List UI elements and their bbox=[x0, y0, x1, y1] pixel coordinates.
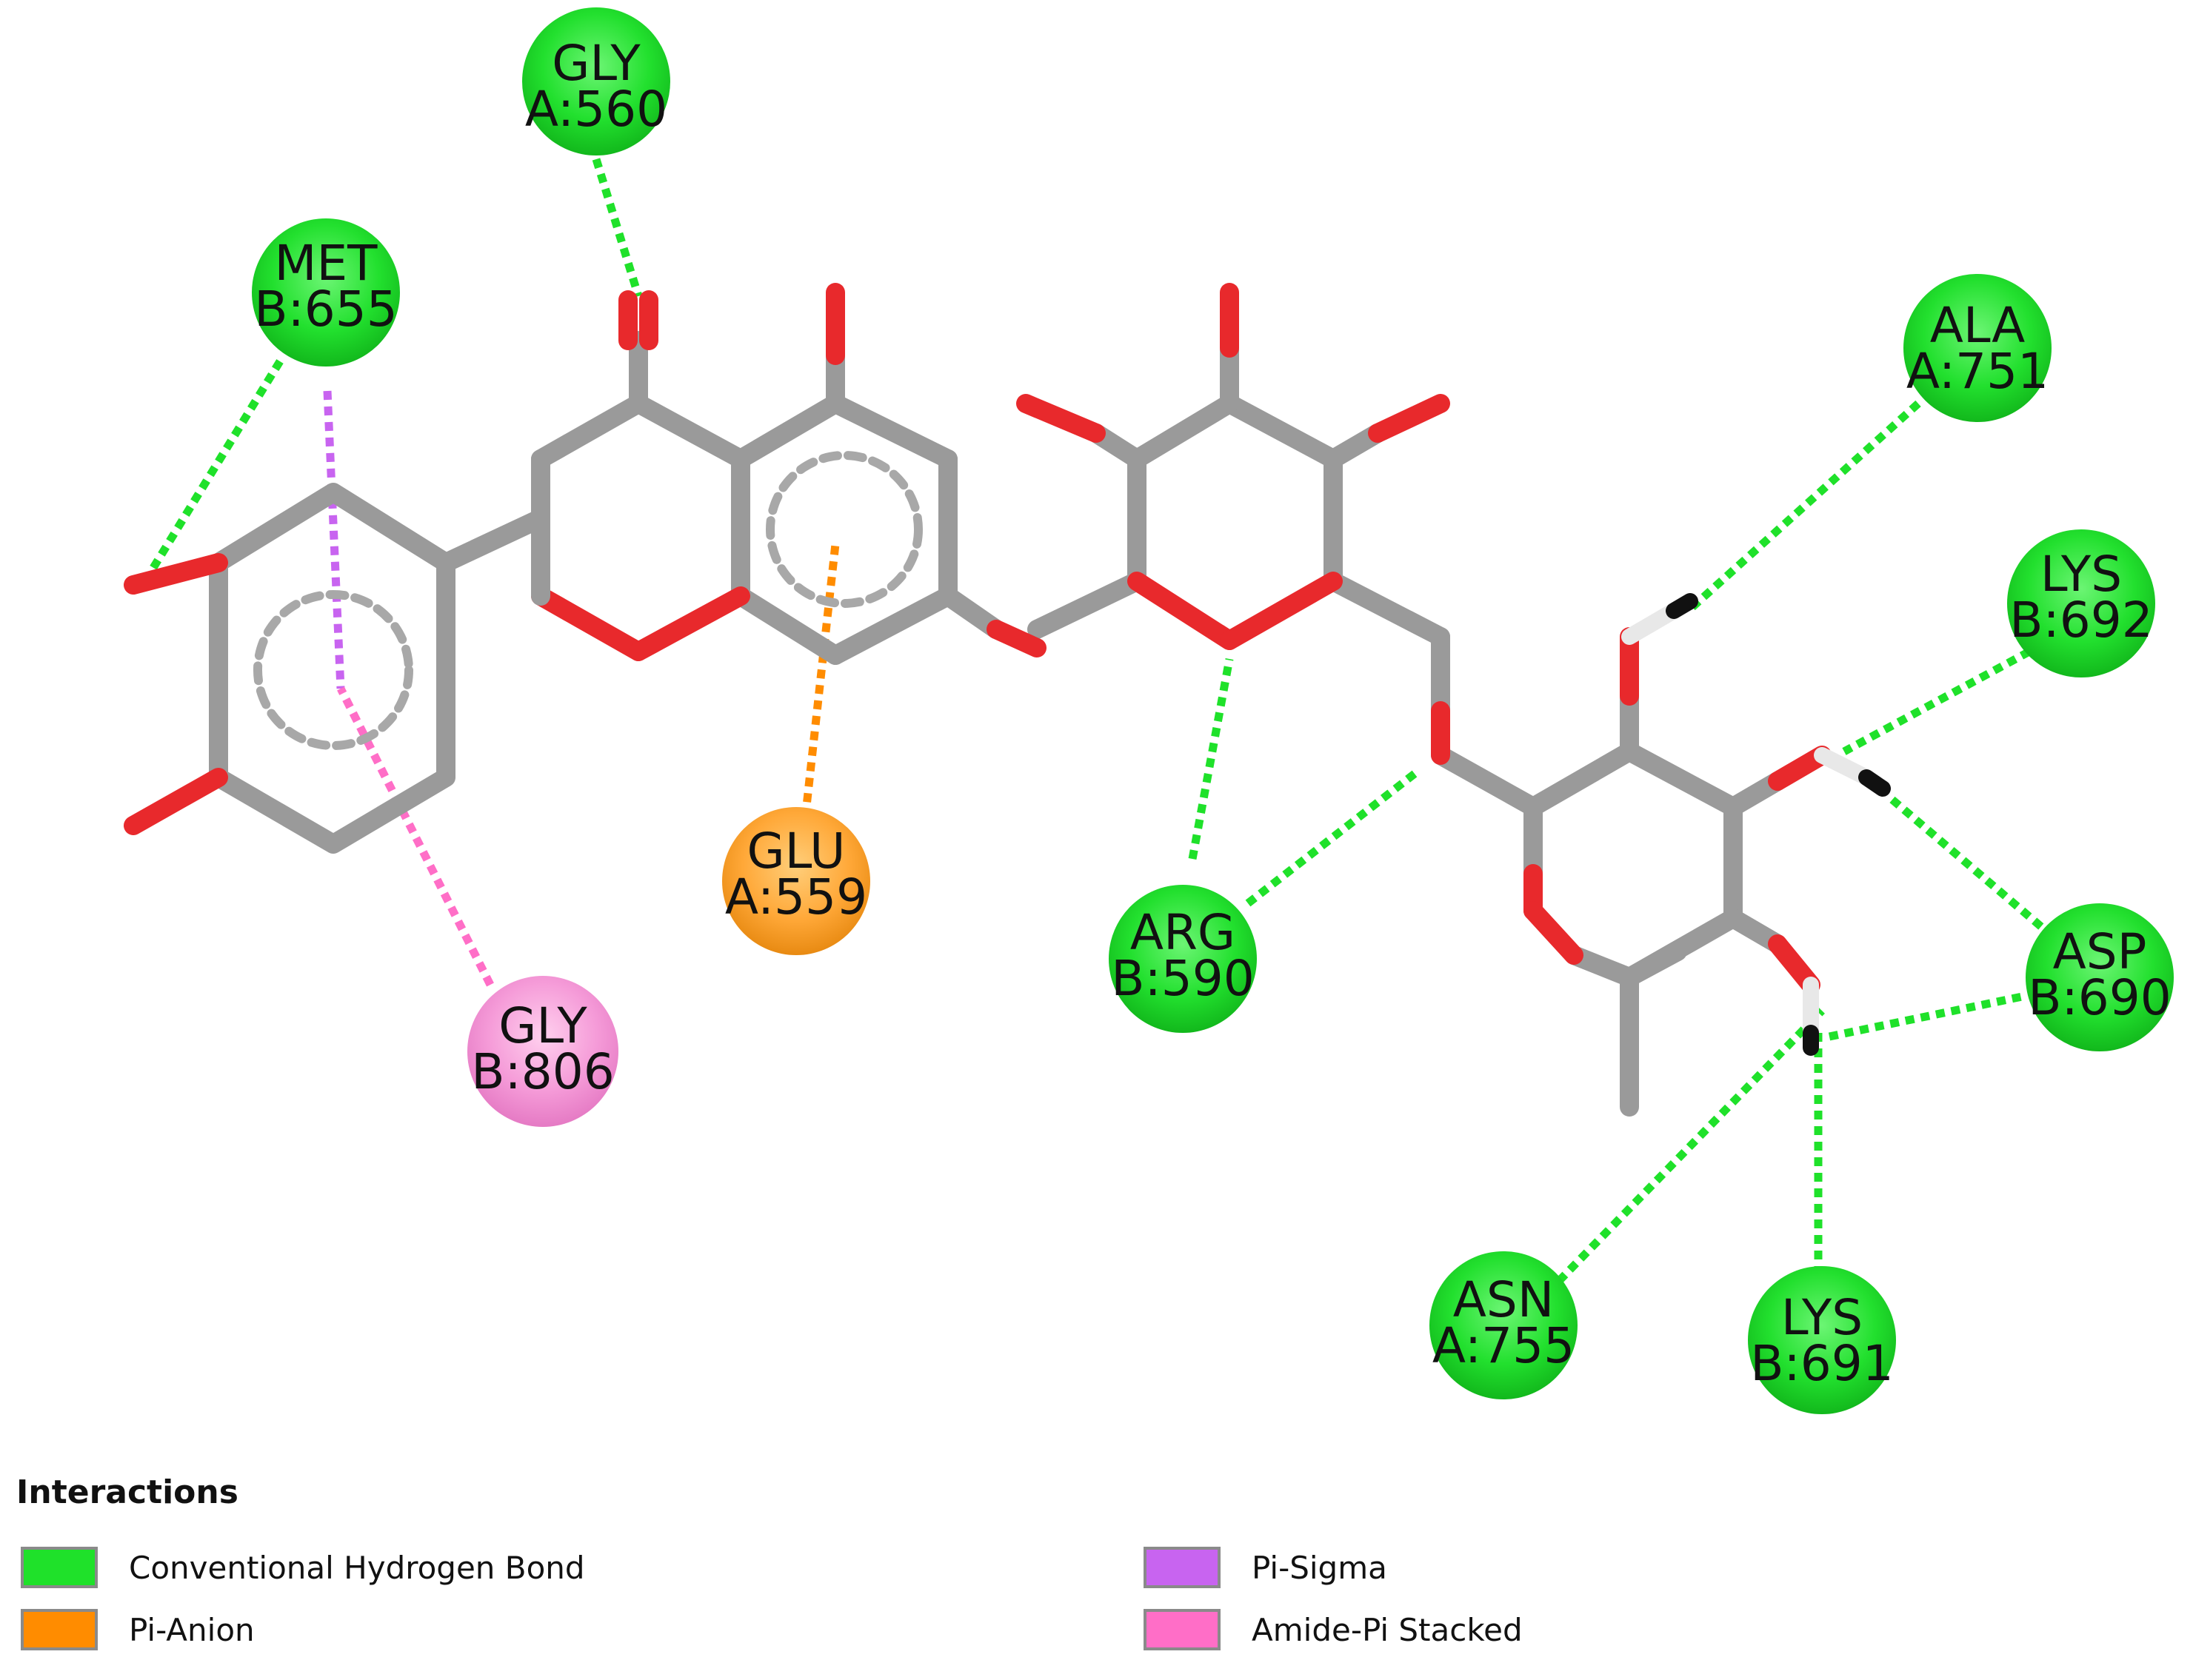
legend-swatch-amide-pi bbox=[1144, 1609, 1221, 1650]
svg-text:ASN: ASN bbox=[1453, 1271, 1554, 1328]
interaction-lines bbox=[148, 158, 2047, 1284]
svg-text:ARG: ARG bbox=[1130, 904, 1235, 961]
pi-anion-line-glu-a559 bbox=[799, 543, 840, 834]
sugar-ring-2 bbox=[1431, 686, 1787, 1117]
amide-pi-line-gly-b806 bbox=[337, 686, 494, 987]
hbond-line-asp-b690-b bbox=[1828, 991, 2027, 1041]
hbond-line-arg-linker-o bbox=[1245, 770, 1418, 907]
legend-swatch-pi-sigma bbox=[1144, 1547, 1221, 1588]
hbond-line-arg-ring-o bbox=[1188, 657, 1234, 860]
svg-text:B:691: B:691 bbox=[1750, 1335, 1894, 1392]
residue-arg-b590[interactable]: ARG B:590 bbox=[1109, 885, 1257, 1033]
methyl-group bbox=[1620, 942, 1687, 987]
svg-text:GLY: GLY bbox=[552, 35, 641, 92]
interaction-diagram: GLY A:560 MET B:655 GLU A:559 GLY B:806 … bbox=[124, 7, 2174, 1414]
residue-lys-b692[interactable]: LYS B:692 bbox=[2007, 529, 2155, 677]
residue-gly-b806[interactable]: GLY B:806 bbox=[467, 976, 618, 1127]
svg-text:GLU: GLU bbox=[747, 823, 846, 880]
hbond-line-met-b655 bbox=[148, 359, 284, 572]
svg-text:A:751: A:751 bbox=[1906, 343, 2049, 400]
pi-sigma-line-met-b655 bbox=[323, 390, 345, 689]
legend-item-hbond: Conventional Hydrogen Bond bbox=[21, 1545, 585, 1590]
sugar-ring-1 bbox=[1027, 338, 1450, 720]
legend: Interactions Conventional Hydrogen Bond … bbox=[16, 1473, 2164, 1673]
legend-swatch-hbond bbox=[21, 1547, 98, 1588]
svg-text:ASP: ASP bbox=[2053, 923, 2147, 980]
legend-label-amide-pi: Amide-Pi Stacked bbox=[1252, 1611, 1523, 1648]
hbond-line-asp-b690-a bbox=[1889, 796, 2047, 933]
svg-text:A:755: A:755 bbox=[1432, 1317, 1575, 1374]
residue-ala-a751[interactable]: ALA A:751 bbox=[1903, 274, 2052, 422]
legend-label-pi-sigma: Pi-Sigma bbox=[1252, 1549, 1387, 1586]
legend-label-pi-anion: Pi-Anion bbox=[129, 1611, 255, 1648]
svg-text:B:655: B:655 bbox=[254, 281, 398, 338]
svg-text:A:559: A:559 bbox=[725, 869, 867, 926]
hbond-line-ala-a751 bbox=[1689, 400, 1921, 611]
hbond-line-gly-a560 bbox=[592, 158, 643, 298]
legend-item-pi-sigma: Pi-Sigma bbox=[1144, 1545, 1387, 1590]
residue-glu-a559[interactable]: GLU A:559 bbox=[722, 807, 870, 955]
legend-item-pi-anion: Pi-Anion bbox=[21, 1607, 255, 1653]
svg-text:LYS: LYS bbox=[2040, 546, 2122, 603]
svg-text:ALA: ALA bbox=[1930, 297, 2026, 354]
svg-text:MET: MET bbox=[275, 235, 378, 292]
legend-swatch-pi-anion bbox=[21, 1609, 98, 1650]
svg-text:A:560: A:560 bbox=[525, 81, 667, 138]
residue-lys-b691[interactable]: LYS B:691 bbox=[1748, 1266, 1896, 1414]
legend-title: Interactions bbox=[16, 1473, 238, 1511]
residue-met-b655[interactable]: MET B:655 bbox=[252, 218, 400, 367]
svg-text:B:806: B:806 bbox=[471, 1043, 615, 1100]
hbond-line-lys-b692 bbox=[1842, 648, 2032, 755]
legend-label-hbond: Conventional Hydrogen Bond bbox=[129, 1549, 585, 1586]
svg-text:B:590: B:590 bbox=[1111, 950, 1255, 1007]
oxygen-atoms bbox=[124, 283, 1832, 994]
legend-item-amide-pi: Amide-Pi Stacked bbox=[1144, 1607, 1523, 1653]
svg-text:B:692: B:692 bbox=[2009, 592, 2153, 649]
residue-asp-b690[interactable]: ASP B:690 bbox=[2026, 903, 2174, 1051]
residue-asn-a755[interactable]: ASN A:755 bbox=[1429, 1251, 1578, 1399]
chromone-aromatic-dash bbox=[766, 451, 923, 608]
svg-text:B:690: B:690 bbox=[2028, 969, 2172, 1026]
ligand-molecule bbox=[124, 283, 1891, 1117]
hydroxyl-hydrogens bbox=[1621, 593, 1891, 1056]
catechol-aromatic-dash bbox=[253, 590, 413, 750]
hbond-line-asn-a755 bbox=[1556, 1008, 1825, 1284]
residue-gly-a560[interactable]: GLY A:560 bbox=[522, 7, 670, 155]
svg-text:GLY: GLY bbox=[498, 997, 587, 1054]
svg-text:LYS: LYS bbox=[1781, 1289, 1863, 1346]
